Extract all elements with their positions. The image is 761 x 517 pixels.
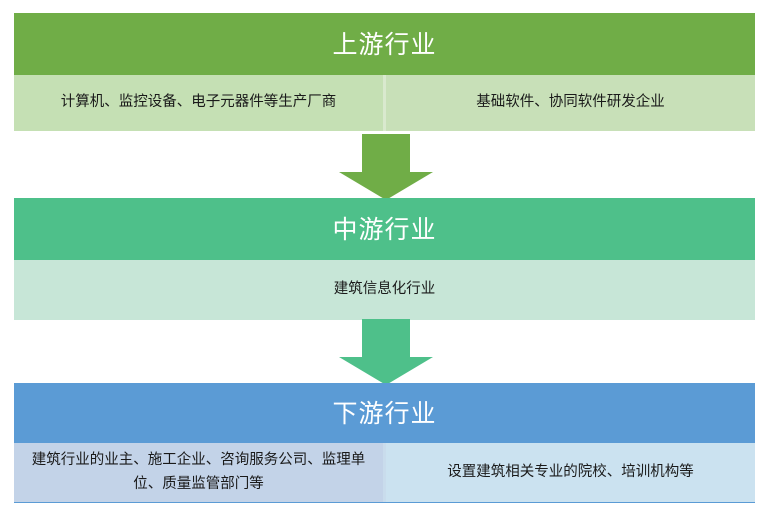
- tier-upstream-cell-hardware: 计算机、监控设备、电子元器件等生产厂商: [14, 75, 383, 131]
- tier-upstream-body: 计算机、监控设备、电子元器件等生产厂商 基础软件、协同软件研发企业: [14, 75, 755, 131]
- tier-upstream-header: 上游行业: [14, 13, 755, 75]
- tier-downstream: 下游行业 建筑行业的业主、施工企业、咨询服务公司、监理单位、质量监管部门等 设置…: [14, 383, 755, 503]
- tier-upstream-cell-software: 基础软件、协同软件研发企业: [386, 75, 755, 131]
- tier-midstream-cell-main: 建筑信息化行业: [14, 260, 755, 320]
- tier-upstream-cell-divider: [383, 75, 386, 131]
- tier-midstream-header: 中游行业: [14, 198, 755, 260]
- tier-midstream: 中游行业 建筑信息化行业: [14, 198, 755, 320]
- down-arrow-icon-upstream-to-midstream: [339, 134, 433, 200]
- down-arrow-icon-midstream-to-downstream: [339, 319, 433, 385]
- tier-downstream-cell-education: 设置建筑相关专业的院校、培训机构等: [386, 443, 755, 503]
- tier-downstream-body: 建筑行业的业主、施工企业、咨询服务公司、监理单位、质量监管部门等 设置建筑相关专…: [14, 443, 755, 503]
- tier-midstream-body: 建筑信息化行业: [14, 260, 755, 320]
- tier-downstream-header: 下游行业: [14, 383, 755, 443]
- tier-upstream: 上游行业 计算机、监控设备、电子元器件等生产厂商 基础软件、协同软件研发企业: [14, 13, 755, 131]
- tier-downstream-cell-divider: [383, 443, 386, 503]
- tier-downstream-cell-owners: 建筑行业的业主、施工企业、咨询服务公司、监理单位、质量监管部门等: [14, 443, 383, 503]
